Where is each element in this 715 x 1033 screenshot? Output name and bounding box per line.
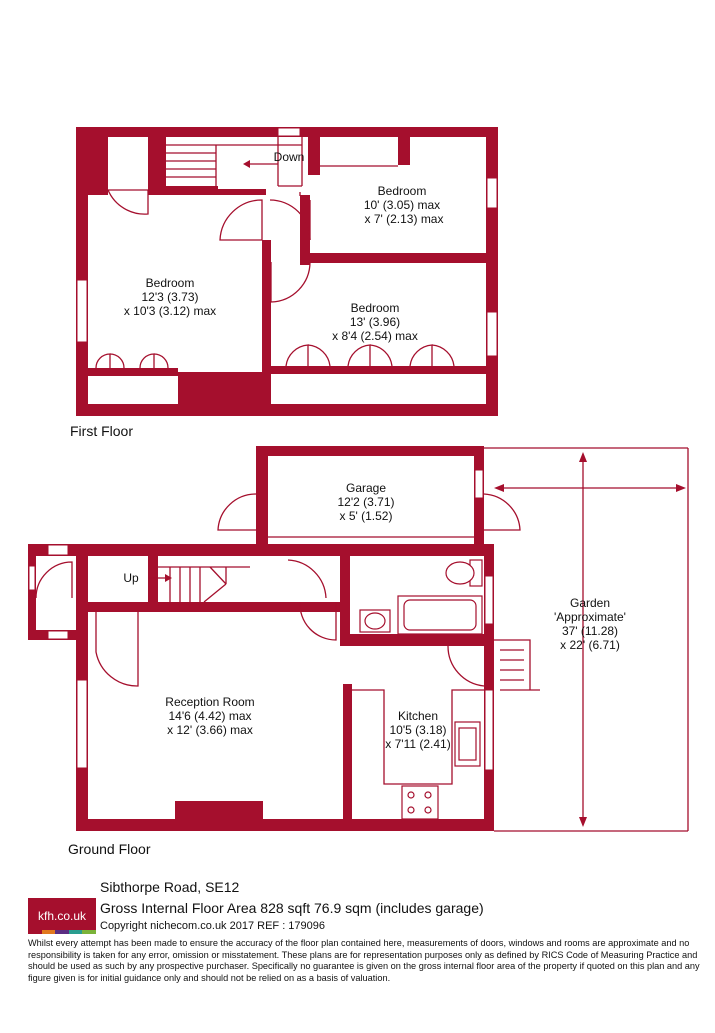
bedroom-1-name: Bedroom (146, 276, 195, 290)
reception-room-name: Reception Room (165, 695, 254, 709)
garden-dim-1: 37' (11.28) (562, 624, 618, 638)
floor-area: Gross Internal Floor Area 828 sqft 76.9 … (100, 900, 484, 916)
first-floor-stairs-label: Down (274, 150, 305, 164)
ground-floor-stairs (148, 566, 250, 603)
first-floor-stairs (166, 137, 303, 187)
bedroom-3-name: Bedroom (378, 184, 427, 198)
ground-floor-stairs-label: Up (123, 571, 139, 585)
bedroom-3-dim-1: 10' (3.05) max (364, 198, 440, 212)
copyright-notice: Copyright nichecom.co.uk 2017 REF : 1790… (100, 920, 326, 932)
kfh-logo[interactable]: kfh.co.uk (28, 898, 96, 934)
kitchen-dim-2: x 7'11 (2.41) (385, 737, 450, 751)
garage-dim-1: 12'2 (3.71) (338, 495, 395, 509)
disclaimer-text: Whilst every attempt has been made to en… (28, 938, 700, 983)
garden-note: 'Approximate' (554, 610, 626, 624)
first-floor-label: First Floor (70, 423, 133, 439)
bedroom-1-dim-1: 12'3 (3.73) (142, 290, 199, 304)
garage-name: Garage (346, 481, 386, 495)
reception-room-dim-2: x 12' (3.66) max (167, 723, 253, 737)
ground-floor-plan: Up Garage 12'2 (3.71) x 5' (1.52) Recept… (28, 446, 689, 832)
bedroom-2-dim-1: 13' (3.96) (350, 315, 400, 329)
bedroom-3-dim-2: x 7' (2.13) max (365, 212, 444, 226)
kitchen-dim-1: 10'5 (3.18) (390, 723, 447, 737)
logo-color-stripe (28, 930, 96, 934)
bedroom-2-dim-2: x 8'4 (2.54) max (332, 329, 418, 343)
reception-room-dim-1: 14'6 (4.42) max (169, 709, 252, 723)
logo-text: kfh.co.uk (37, 909, 87, 923)
bedroom-2-name: Bedroom (351, 301, 400, 315)
garden-name: Garden (570, 596, 610, 610)
first-floor-plan: Down Bedroom 10' (3.05) max x 7' (2.13) … (76, 127, 498, 416)
property-address: Sibthorpe Road, SE12 (100, 879, 240, 895)
kitchen-name: Kitchen (398, 709, 438, 723)
garden-dim-2: x 22' (6.71) (560, 638, 620, 652)
ground-floor-label: Ground Floor (68, 841, 151, 857)
garage-dim-2: x 5' (1.52) (340, 509, 393, 523)
garden-boundary (484, 447, 689, 832)
bedroom-1-dim-2: x 10'3 (3.12) max (124, 304, 216, 318)
